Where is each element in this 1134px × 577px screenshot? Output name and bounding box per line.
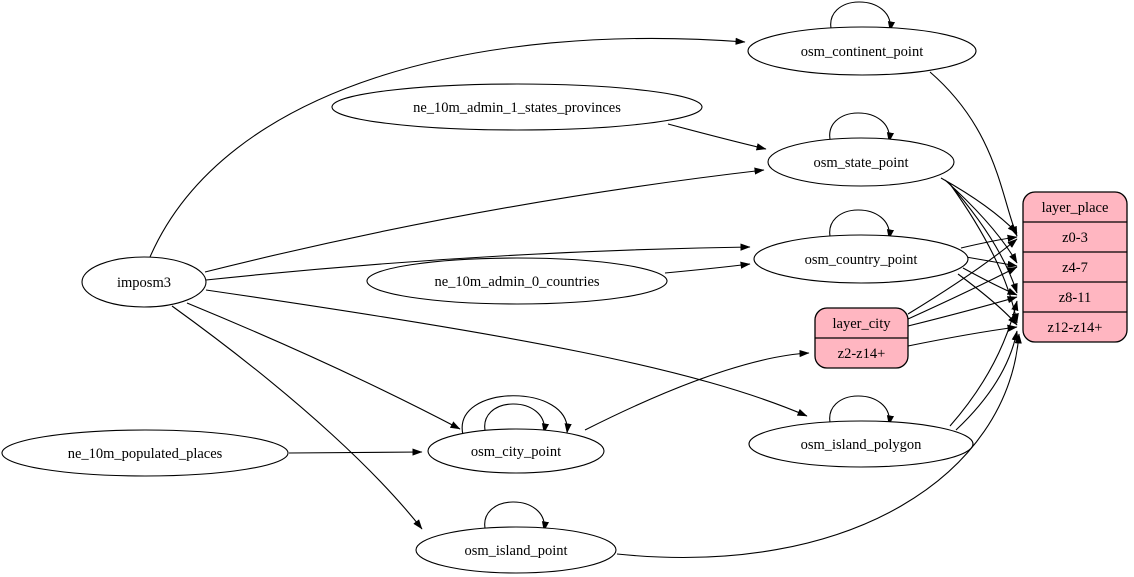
table-node-shape [427, 428, 605, 474]
edge-ne_10m_populated_places-to-osm_city_point [288, 448, 423, 456]
record-node-title: layer_place [1042, 200, 1109, 216]
edge-layer [149, 1, 1022, 558]
edge-imposm3-to-osm_country_point [205, 243, 751, 281]
edge-imposm3-to-osm_island_point [171, 305, 423, 530]
table-node-shape [748, 420, 974, 468]
table-node-label: ne_10m_admin_1_states_provinces [413, 100, 621, 116]
table-node-label: imposm3 [117, 275, 171, 291]
table-node-shape [331, 83, 703, 131]
record-row-label-3: z8-11 [1059, 290, 1091, 306]
edge-selfloop-osm_island_point [484, 501, 549, 534]
edge-osm_country_point-to-layer_place-z8-11 [962, 267, 1018, 296]
edge-selfloop-osm_island_polygon [829, 395, 894, 428]
node-osm_state_point: osm_state_point [767, 137, 955, 187]
record-row-label-1: z0-3 [1062, 230, 1088, 246]
edge-ne_10m_admin_0_countries-to-osm_country_point [664, 261, 751, 274]
edge-osm_state_point-to-layer_place-z8-11 [947, 181, 1018, 294]
table-node-shape [753, 234, 969, 284]
edge-osm_island_polygon-to-layer_place-z12-z14+ [955, 330, 1019, 431]
node-ne_10m_admin_0_countries: ne_10m_admin_0_countries [366, 257, 668, 305]
node-osm_city_point: osm_city_point [427, 428, 605, 474]
edge-layer_city-to-layer_place-z0-3 [907, 238, 1018, 315]
node-layer_place: layer_place z0-3 z4-7 z8-11 z12-z14+ [1022, 191, 1128, 343]
table-node-label: osm_country_point [805, 252, 918, 268]
edge-layer_city-to-layer_place-z12-z14+ [907, 324, 1018, 347]
edge-osm_country_point-to-layer_place-z0-3 [960, 234, 1018, 249]
table-node-label: osm_continent_point [801, 44, 923, 60]
node-imposm3: imposm3 [81, 256, 207, 308]
edge-selfloop-osm_continent_point [830, 1, 895, 34]
table-node-shape [1, 429, 289, 477]
node-ne_10m_populated_places: ne_10m_populated_places [1, 429, 289, 477]
edge-imposm3-to-osm_city_point [186, 302, 461, 430]
table-node-label: ne_10m_admin_0_countries [434, 274, 599, 290]
edge-layer_city-to-layer_place-z4-7 [907, 266, 1018, 320]
table-node-label: osm_island_point [464, 543, 567, 559]
table-node-shape [415, 526, 617, 574]
edge-imposm3-to-osm_island_polygon [205, 289, 808, 417]
edge-imposm3-to-osm_continent_point [149, 37, 746, 258]
node-osm_continent_point: osm_continent_point [747, 26, 977, 76]
table-node-shape [81, 256, 207, 308]
edge-osm_island_point-to-layer_place-z12-z14+ [616, 333, 1022, 558]
record-row-label-1: z2-z14+ [838, 346, 886, 362]
table-node-label: osm_state_point [813, 155, 908, 171]
edge-selfloop-osm_city_point [461, 395, 572, 436]
node-osm_island_point: osm_island_point [415, 526, 617, 574]
node-osm_island_polygon: osm_island_polygon [748, 420, 974, 468]
edge-osm_island_polygon-to-layer_place-z8-11 [949, 300, 1019, 427]
edge-osm_country_point-to-layer_place-z12-z14+ [957, 273, 1018, 326]
edge-osm_state_point-to-layer_place-z4-7 [944, 179, 1018, 264]
node-layer_city: layer_city z2-z14+ [814, 307, 909, 369]
edge-osm_continent_point-to-layer_place-z0-3 [929, 71, 1018, 237]
record-node-title: layer_city [833, 316, 892, 332]
edge-osm_city_point-to-layer_city-z2-z14+ [584, 349, 810, 431]
edge-layer_city-to-layer_place-z8-11 [907, 296, 1018, 327]
edge-selfloop-osm_country_point [829, 209, 894, 242]
node-layer: imposm3 ne_10m_admin_1_states_provincesne… [1, 26, 1128, 574]
node-ne_10m_admin_1_states_provinces: ne_10m_admin_1_states_provinces [331, 83, 703, 131]
table-node-label: osm_city_point [471, 444, 561, 460]
node-osm_country_point: osm_country_point [753, 234, 969, 284]
edge-selfloop-osm_city_point [484, 403, 549, 436]
edge-imposm3-to-osm_state_point [204, 167, 765, 273]
table-node-label: ne_10m_populated_places [68, 446, 223, 462]
table-node-label: osm_island_polygon [801, 437, 923, 453]
table-node-shape [747, 26, 977, 76]
record-row-label-2: z4-7 [1062, 260, 1088, 276]
edge-ne_10m_admin_1_states_provinces-to-osm_state_point [667, 123, 767, 151]
edge-osm_country_point-to-layer_place-z4-7 [965, 256, 1018, 268]
record-node-shape [1022, 191, 1128, 343]
record-row-label-4: z12-z14+ [1048, 320, 1103, 336]
table-node-shape [366, 257, 668, 305]
edge-osm_state_point-to-layer_place-z0-3 [940, 177, 1018, 234]
table-node-shape [767, 137, 955, 187]
edge-selfloop-osm_state_point [829, 112, 894, 145]
